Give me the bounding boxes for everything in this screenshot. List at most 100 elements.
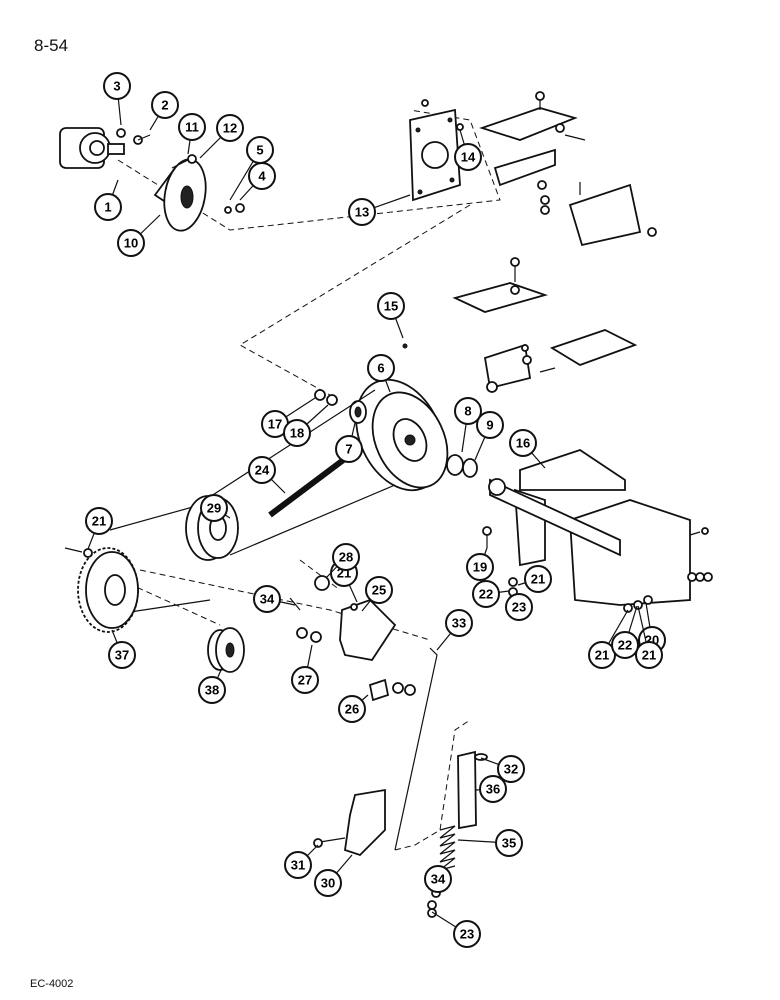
callout-circle: [117, 229, 145, 257]
callout-circle: [253, 585, 281, 613]
callout-circle: [178, 113, 206, 141]
callout-circle: [85, 507, 113, 535]
middle-brackets: [402, 257, 638, 393]
callout-23: 23: [505, 593, 533, 621]
callout-27: 27: [291, 644, 319, 694]
callout-label: 22: [479, 587, 493, 602]
callout-label: 21: [92, 514, 106, 529]
callout-15: 15: [377, 292, 405, 339]
callout-label: 22: [618, 638, 632, 653]
callout-24: 24: [248, 456, 286, 494]
callout-37: 37: [108, 629, 136, 669]
callout-circle: [495, 829, 523, 857]
callout-label: 23: [460, 927, 474, 942]
callout-circle: [377, 292, 405, 320]
callout-circle: [216, 114, 244, 142]
callout-label: 29: [207, 501, 221, 516]
callout-circle: [348, 198, 376, 226]
callout-label: 15: [384, 299, 398, 314]
callout-label: 4: [258, 169, 266, 184]
bearing-housing: [59, 127, 125, 169]
callout-circle: [367, 354, 395, 382]
callout-35: 35: [457, 829, 523, 857]
callout-label: 35: [502, 836, 516, 851]
callout-31: 31: [284, 844, 319, 879]
callout-label: 34: [260, 592, 275, 607]
callout-3: 3: [103, 72, 131, 126]
callout-label: 38: [205, 683, 219, 698]
callout-34: 34: [424, 865, 452, 893]
callout-label: 8: [464, 404, 471, 419]
spindle-bracket: [488, 449, 713, 606]
callout-circle: [505, 593, 533, 621]
callout-label: 21: [531, 572, 545, 587]
callout-circle: [611, 631, 639, 659]
drive-belt: [109, 389, 396, 613]
callout-label: 6: [377, 361, 384, 376]
page-number: 8-54: [34, 36, 69, 55]
callout-label: 1: [104, 200, 111, 215]
callout-circle: [365, 576, 393, 604]
callout-circle: [476, 411, 504, 439]
callout-label: 21: [595, 648, 609, 663]
callout-label: 13: [355, 205, 369, 220]
callout-label: 3: [113, 79, 120, 94]
callout-circle: [445, 609, 473, 637]
callout-circle: [453, 920, 481, 948]
callout-circle: [338, 695, 366, 723]
callout-10: 10: [117, 214, 161, 257]
callout-label: 9: [486, 418, 493, 433]
footer-code: EC-4002: [30, 978, 74, 990]
callout-circle: [479, 775, 507, 803]
callout-34: 34: [253, 585, 296, 613]
callout-21: 21: [588, 609, 629, 669]
callout-circle: [198, 676, 226, 704]
callout-circle: [497, 755, 525, 783]
callout-label: 33: [452, 616, 466, 631]
callout-circle: [424, 865, 452, 893]
callout-circle: [284, 851, 312, 879]
callout-label: 11: [185, 120, 199, 135]
callout-21: 21: [635, 605, 663, 669]
callout-circle: [332, 543, 360, 571]
callout-label: 32: [504, 762, 518, 777]
callout-label: 30: [321, 876, 335, 891]
callout-circle: [466, 553, 494, 581]
callout-label: 37: [115, 648, 129, 663]
callout-label: 25: [372, 583, 386, 598]
callout-6: 6: [367, 354, 395, 393]
callout-circle: [454, 397, 482, 425]
callout-21: 21: [517, 565, 552, 593]
callout-label: 18: [290, 426, 304, 441]
callout-18: 18: [283, 404, 329, 447]
sprocket: [77, 547, 139, 633]
callout-circle: [283, 419, 311, 447]
callout-label: 31: [291, 858, 305, 873]
mounting-plate: [409, 108, 461, 202]
callout-label: 10: [124, 236, 138, 251]
callout-36: 36: [475, 775, 507, 803]
callout-14: 14: [454, 129, 482, 171]
callout-7: 7: [335, 422, 363, 463]
callout-circle: [94, 193, 122, 221]
callout-16: 16: [509, 429, 546, 469]
callout-5: 5: [229, 136, 274, 201]
callout-circle: [291, 666, 319, 694]
callout-19: 19: [466, 547, 494, 581]
callout-label: 5: [256, 143, 263, 158]
callout-4: 4: [239, 162, 276, 201]
callout-circle: [103, 72, 131, 100]
callout-11: 11: [178, 113, 206, 155]
pulley-bearings: [314, 389, 478, 478]
callout-label: 24: [255, 463, 270, 478]
callout-circle: [248, 456, 276, 484]
callout-label: 7: [345, 442, 352, 457]
callout-28: 28: [325, 543, 360, 579]
callout-30: 30: [314, 854, 353, 897]
callout-label: 21: [642, 648, 656, 663]
callout-circle: [335, 435, 363, 463]
callout-circle: [588, 641, 616, 669]
callout-38: 38: [198, 667, 226, 704]
